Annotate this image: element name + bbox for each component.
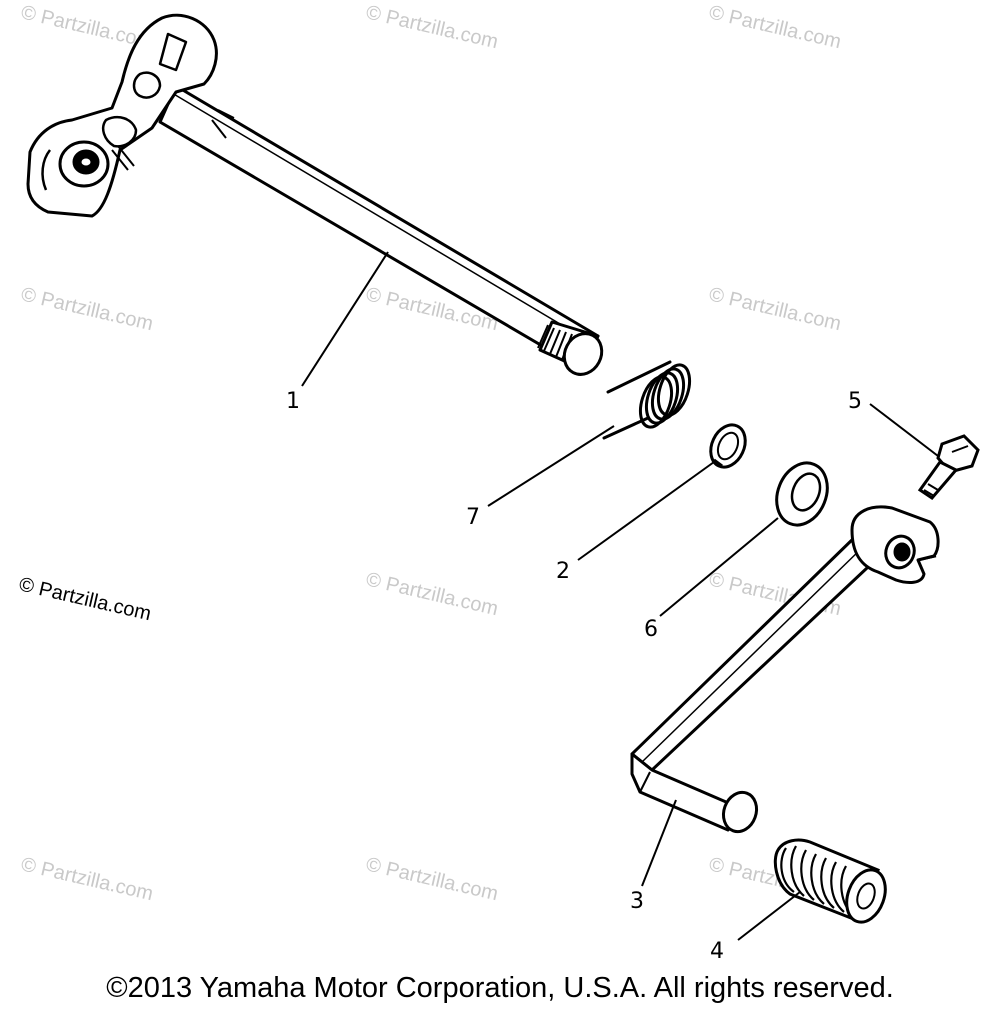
watermark: © Partzilla.com xyxy=(19,283,155,335)
part-7-torsion-spring xyxy=(602,360,692,440)
leader-line-7 xyxy=(487,425,615,507)
part-2-circlip xyxy=(709,423,747,469)
leader-line-1 xyxy=(301,251,389,387)
watermark: © Partzilla.com xyxy=(364,853,500,905)
callout-3: 3 xyxy=(630,889,644,914)
leader-line-4 xyxy=(737,891,801,941)
callout-7: 7 xyxy=(466,505,480,530)
leader-lines xyxy=(301,251,939,941)
copyright-notice: ©2013 Yamaha Motor Corporation, U.S.A. A… xyxy=(106,972,894,1004)
part-3-shift-pedal xyxy=(630,505,940,834)
callout-1: 1 xyxy=(286,389,300,414)
leader-line-6 xyxy=(659,517,779,617)
callout-4: 4 xyxy=(710,939,724,964)
part-4-pedal-rubber xyxy=(773,838,887,924)
part-1-shift-shaft xyxy=(26,13,604,376)
watermark: © Partzilla.com xyxy=(364,1,500,53)
leader-line-3 xyxy=(641,799,677,887)
part-5-bolt xyxy=(917,434,980,500)
watermark: © Partzilla.com xyxy=(364,568,500,620)
callout-2: 2 xyxy=(556,559,570,584)
callouts: 1 7 2 6 5 3 4 xyxy=(286,389,862,964)
leader-line-2 xyxy=(577,461,715,561)
callout-6: 6 xyxy=(644,617,658,642)
watermark: © Partzilla.com xyxy=(707,283,843,335)
watermark: © Partzilla.com xyxy=(19,853,155,905)
watermark: © Partzilla.com xyxy=(707,1,843,53)
callout-5: 5 xyxy=(848,389,862,414)
leader-line-5 xyxy=(869,403,939,457)
watermark-dark: © Partzilla.com xyxy=(17,573,153,625)
part-6-oil-seal xyxy=(775,461,829,527)
